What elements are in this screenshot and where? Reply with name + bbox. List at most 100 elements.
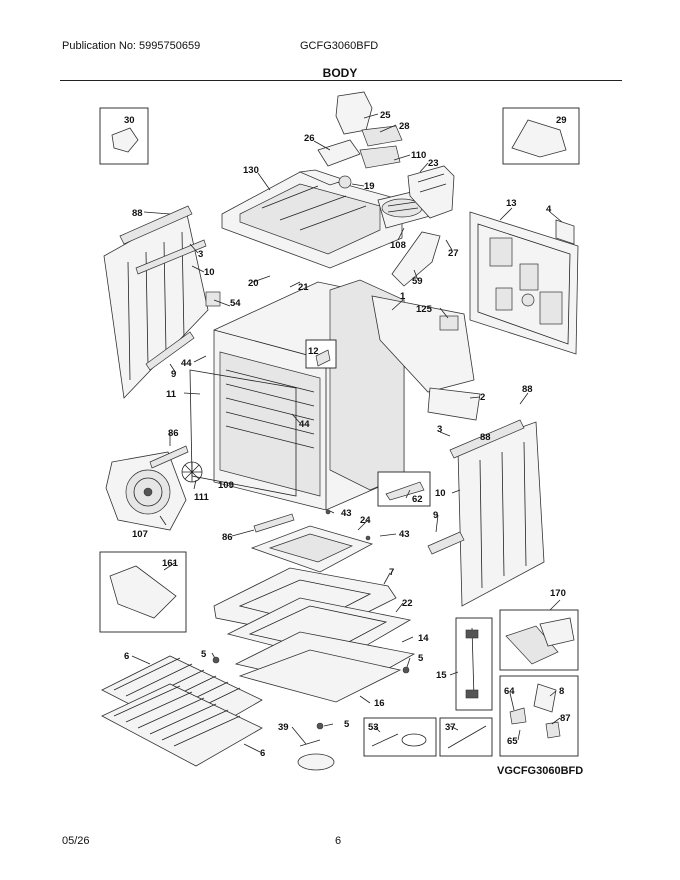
callout-label: 130 (243, 165, 259, 176)
leader-lines (131, 113, 563, 753)
right-side-panel (449, 419, 545, 607)
callout-label: 37 (445, 722, 456, 733)
rail-86-lower (253, 513, 295, 533)
rail-86-upper (149, 445, 189, 469)
callout-label: 6 (124, 651, 129, 662)
callout-label: 87 (560, 713, 571, 724)
callout-label: 12 (308, 346, 319, 357)
inset-box-37 (439, 717, 493, 757)
top-panel-130 (221, 169, 403, 269)
header-rule (60, 80, 622, 81)
callout-label: 26 (304, 133, 315, 144)
callout-label: 20 (248, 278, 259, 289)
callout-label: 11 (166, 389, 177, 400)
callout-label: 19 (364, 181, 375, 192)
callout-label: 8 (559, 686, 564, 697)
fan-blade-109 (181, 461, 203, 483)
callout-label: 15 (436, 670, 447, 681)
convection-element-107 (105, 451, 187, 531)
callout-label: 111 (194, 492, 210, 503)
callout-label: 3 (198, 249, 203, 260)
diagram-code: VGCFG3060BFD (497, 765, 584, 777)
left-side-panel (103, 205, 209, 399)
page-number: 6 (335, 835, 342, 847)
bracket-12 (305, 339, 337, 369)
bottom-cover-16 (238, 649, 402, 703)
callout-label: 54 (230, 298, 241, 309)
model-number: GCFG3060BFD (300, 40, 379, 52)
callout-label: 108 (390, 240, 406, 251)
callout-label: 125 (416, 304, 433, 315)
callout-label: 10 (204, 267, 215, 278)
callout-label: 3 (437, 424, 442, 435)
callout-label: 62 (412, 494, 423, 505)
callout-label: 1 (400, 291, 406, 302)
callout-label: 7 (389, 567, 394, 578)
callout-label: 2 (480, 392, 485, 403)
callout-label: 25 (380, 110, 391, 121)
callout-label: 14 (418, 633, 429, 644)
callout-label: 109 (218, 480, 234, 491)
callout-label: 5 (344, 719, 350, 730)
control-harness-125 (371, 295, 475, 393)
publication-number: Publication No: 5995750659 (62, 40, 201, 52)
inset-box-53 (363, 717, 437, 757)
inset-box-15 (455, 617, 493, 711)
door-gasket-11 (189, 369, 297, 497)
rail-2 (427, 387, 481, 421)
oven-rack-lower (101, 683, 263, 767)
section-title: BODY (322, 66, 358, 80)
inset-box-30: 30 (99, 107, 149, 165)
rail-right-9 (427, 531, 465, 555)
callout-label: 23 (428, 158, 439, 169)
callout-label: 30 (124, 115, 135, 126)
callout-label: 110 (411, 150, 426, 161)
bracket-4 (555, 219, 575, 245)
bracket-54 (205, 291, 221, 307)
callout-label: 65 (507, 736, 518, 747)
callout-label: 88 (480, 432, 491, 443)
callout-label: 43 (399, 529, 410, 540)
callout-label: 161 (162, 558, 179, 569)
callout-label: 39 (278, 722, 289, 733)
vent-brackets (317, 91, 403, 189)
callout-label: 4 (546, 204, 552, 215)
callout-label: 44 (181, 358, 192, 369)
inset-box-29: 29 (502, 107, 580, 165)
igniter-39 (297, 739, 335, 771)
callout-label: 44 (299, 419, 310, 430)
callout-label: 9 (171, 369, 176, 380)
bottom-pan-24 (250, 525, 374, 573)
callout-label: 24 (360, 515, 371, 526)
bracket-62 (377, 471, 431, 507)
rail-left-3 (135, 239, 207, 275)
callout-label: 88 (132, 208, 143, 219)
callout-label: 13 (506, 198, 517, 209)
callout-label: 16 (374, 698, 385, 709)
callout-label: 64 (504, 686, 515, 697)
callout-label: 5 (418, 653, 424, 664)
callout-label: 9 (433, 510, 438, 521)
callout-label: 21 (298, 282, 309, 293)
callout-label: 10 (435, 488, 446, 499)
callout-label: 28 (399, 121, 410, 132)
inset-box-170 (499, 609, 579, 671)
callout-label: 86 (168, 428, 179, 439)
callout-label: 27 (448, 248, 459, 259)
callout-label: 88 (522, 384, 533, 395)
callout-label: 59 (412, 276, 423, 287)
callout-label: 107 (132, 529, 148, 540)
footer-date: 05/26 (62, 835, 90, 847)
duct-59 (391, 231, 441, 287)
inset-box-8-64-87-65 (499, 675, 579, 757)
callout-label: 86 (222, 532, 233, 543)
callout-label: 22 (402, 598, 413, 609)
callout-label: 5 (201, 649, 207, 660)
callout-label: 53 (368, 722, 379, 733)
callout-label: 6 (260, 748, 265, 759)
callout-label: 43 (341, 508, 352, 519)
rear-panel-13 (469, 211, 579, 355)
callout-label: 29 (556, 115, 567, 126)
duct-23 (407, 165, 455, 219)
